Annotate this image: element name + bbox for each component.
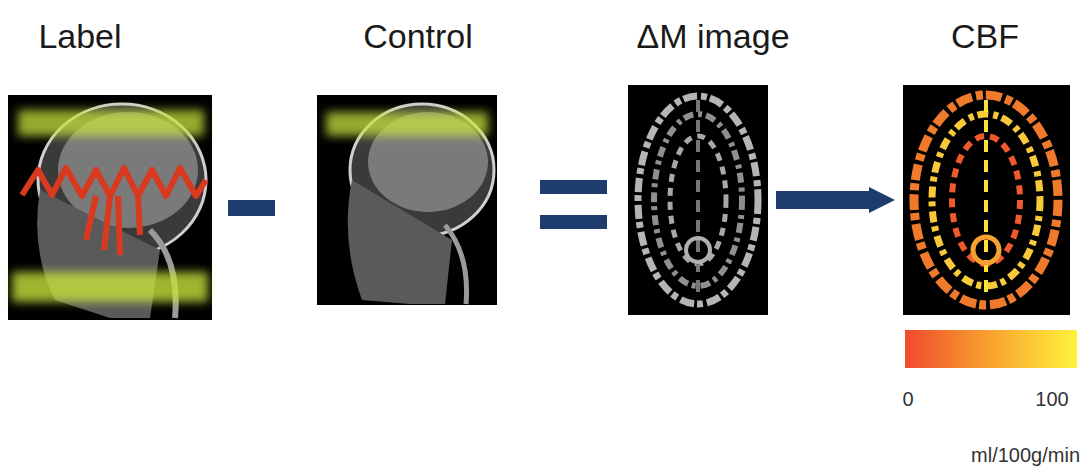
control-image: Control [317, 95, 497, 305]
panel-heading: CBF [951, 18, 1019, 55]
panel-heading: Label [38, 18, 121, 55]
delta-m-image: ΔM image [628, 85, 768, 315]
color-scale [905, 330, 1077, 368]
flow-arrow [776, 191, 869, 209]
minus-sign [228, 200, 275, 216]
label-mri [8, 95, 212, 320]
equals-sign [540, 180, 607, 229]
label-image: Label [8, 95, 212, 320]
scale-min: 0 [902, 388, 913, 410]
panel-heading: ΔM image [636, 18, 789, 55]
delta-m-map [628, 85, 768, 315]
control-mri [317, 95, 497, 305]
cbf-image: CBF [903, 85, 1070, 315]
scale-unit: ml/100g/min [971, 444, 1080, 466]
panel-heading: Control [363, 18, 473, 55]
cbf-map [903, 85, 1070, 315]
scale-max: 100 [1035, 388, 1068, 410]
